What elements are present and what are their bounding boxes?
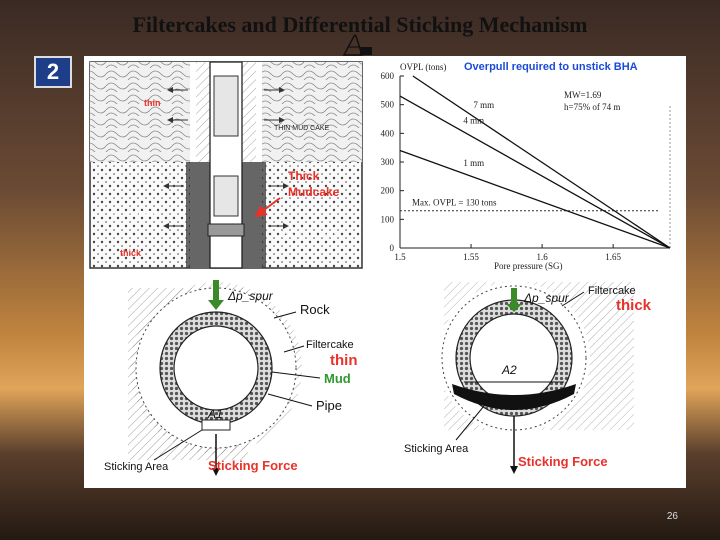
thin-dp-label: Δp_spur — [227, 289, 274, 303]
filtercake-leader — [283, 345, 305, 353]
drilling-rig-icon — [342, 34, 372, 56]
series-line-0 — [412, 75, 671, 249]
label-pipe: Pipe — [316, 398, 342, 413]
y-tick-label: 100 — [381, 214, 395, 224]
slide-title: Filtercakes and Differential Sticking Me… — [132, 12, 588, 37]
x-tick-label: 1.65 — [605, 252, 621, 262]
label-thick-filtercake: Filtercake — [588, 285, 636, 297]
y-tick-label: 500 — [381, 100, 395, 110]
y-tick-label: 400 — [381, 128, 395, 138]
thin-area-symbol: A1 — [207, 407, 223, 421]
chart-xlabel: Pore pressure (SG) — [494, 261, 562, 271]
series-label-0: 7 mm — [473, 100, 494, 110]
filtrate-arrows — [163, 87, 289, 229]
label-thin-case: thin — [330, 352, 358, 369]
thick-filtercake-leader — [561, 291, 585, 307]
pipe-joint-lower — [213, 175, 239, 217]
thick-dp-label: Δp_spur — [523, 291, 570, 305]
page-number: 26 — [666, 511, 678, 522]
annotation-mw: MW=1.69 — [564, 90, 602, 100]
thin-filtercake-diagram: A1 Δp_spur Rock Filtercake thin Mud Pipe… — [104, 280, 358, 476]
label-thick-mudcake-2: Mudcake — [288, 185, 340, 199]
thick-mudcake-arrow — [254, 197, 281, 218]
rock-leader — [273, 311, 297, 319]
label-rock: Rock — [300, 302, 330, 317]
thick-force-arrowhead — [510, 466, 518, 474]
label-mud-filtrate: MUD FILTRATE — [108, 211, 158, 218]
label-thick: thick — [120, 248, 142, 258]
label-thick-mud-cake: THICK MUD CAKE — [278, 231, 338, 238]
series-label-2: 1 mm — [463, 158, 484, 168]
label-thin-filtercake: Filtercake — [306, 339, 354, 351]
chart-ylabel: OVPL (tons) — [400, 62, 446, 72]
annotation-h: h=75% of 74 m — [564, 102, 620, 112]
y-tick-label: 0 — [390, 243, 395, 253]
thick-contact-area — [452, 384, 576, 410]
chart-axes: 0 100 200 300 400 500 600 1.5 1.55 1.6 1.65 Max. OV… — [381, 71, 671, 262]
thick-filtercake-ring — [441, 285, 587, 431]
thick-sticking-area-leader — [455, 405, 485, 441]
thin-sticking-force-label: Sticking Force — [208, 458, 298, 473]
thick-pipe-bore — [469, 313, 559, 403]
thin-sticking-area-label: Sticking Area — [104, 461, 169, 473]
x-tick-label: 1.6 — [536, 252, 548, 262]
x-tick-label: 1.5 — [394, 252, 406, 262]
overpull-chart: OVPL (tons) Overpull required to unstick… — [381, 61, 671, 271]
thick-area-symbol: A2 — [501, 363, 517, 377]
label-thick-mudcake-1: Thick — [288, 169, 320, 183]
thin-pipe-bore — [173, 325, 259, 411]
pipe-collar — [207, 223, 245, 237]
thick-filtercake-diagram: A2 Δp_spur Filtercake thick Sticking Are… — [404, 282, 652, 474]
chart-series: 7 mm 4 mm 1 mm — [399, 75, 671, 249]
content-panel: thin THIN MUD CAKE Thick Mudcake MUD FIL… — [84, 56, 686, 488]
series-line-2 — [399, 149, 671, 249]
thin-force-arrowhead — [212, 468, 220, 476]
mud-leader — [271, 371, 321, 379]
y-tick-label: 200 — [381, 186, 395, 196]
pipe-joint-upper — [213, 75, 239, 137]
series-label-1: 4 mm — [463, 115, 484, 125]
thick-sticking-force-label: Sticking Force — [518, 454, 608, 469]
series-line-1 — [399, 95, 671, 249]
x-tick-label: 1.55 — [463, 252, 479, 262]
y-tick-label: 300 — [381, 157, 395, 167]
label-thick-case: thick — [616, 297, 652, 314]
label-thin: thin — [144, 98, 161, 108]
y-tick-label: 600 — [381, 71, 395, 81]
label-thin-mud-cake: THIN MUD CAKE — [274, 125, 330, 132]
max-ovpl-label: Max. OVPL = 130 tons — [412, 198, 497, 208]
chart-title: Overpull required to unstick BHA — [464, 61, 638, 73]
thin-contact-area — [201, 419, 231, 431]
thin-sticking-area-leader — [153, 429, 203, 461]
thin-pressure-arrowhead — [208, 300, 224, 310]
thick-pressure-arrowhead — [506, 304, 522, 312]
slide-number-badge: 2 — [34, 56, 72, 88]
wellbore-figure: thin THIN MUD CAKE Thick Mudcake MUD FIL… — [89, 61, 363, 269]
label-mud: Mud — [324, 371, 351, 386]
thick-sticking-area-label: Sticking Area — [404, 443, 469, 455]
pipe-leader — [267, 393, 313, 407]
